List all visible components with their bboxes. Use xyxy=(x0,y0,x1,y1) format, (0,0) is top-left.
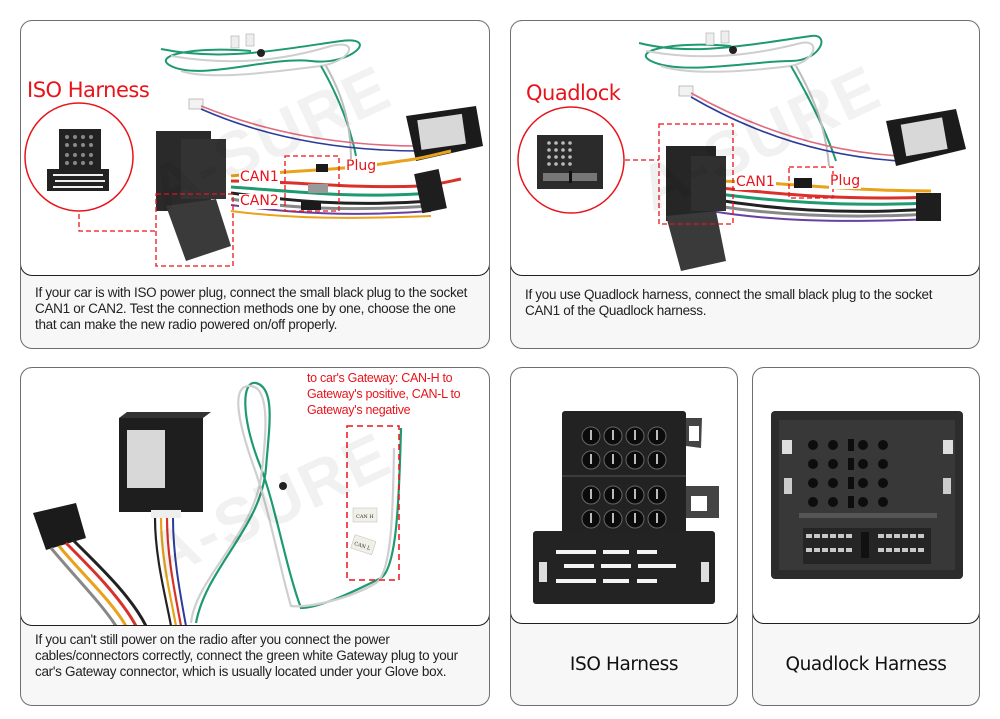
iso-harness-panel: A-SURE ISO Harness CAN1 CAN2 Plug If you… xyxy=(20,20,490,349)
iso-harness-title: ISO Harness xyxy=(27,78,150,102)
iso-connector-photo xyxy=(511,368,737,624)
gateway-note: to car's Gateway: CAN-H to Gateway's pos… xyxy=(307,371,461,417)
plug-label: Plug xyxy=(829,173,862,189)
plug-label: Plug xyxy=(345,158,378,174)
can-l-tag: CAN L xyxy=(350,534,377,556)
iso-harness-caption: If your car is with ISO power plug, conn… xyxy=(35,285,468,332)
radio-plug xyxy=(33,503,86,550)
quadlock-connector xyxy=(666,146,726,221)
iso-harness-illustration xyxy=(24,33,483,267)
quadlock-title: Quadlock xyxy=(526,81,621,105)
quadlock-connector-illustration xyxy=(771,411,963,579)
quadlock-photo: A-SURE Quadlock CAN1 Plug xyxy=(511,21,979,276)
gateway-caption: If you can't still power on the radio af… xyxy=(35,632,458,679)
can-h-tag: CAN H xyxy=(352,507,378,523)
gateway-panel: CAN H CAN L xyxy=(20,367,490,706)
gateway-plug-highlight xyxy=(346,425,400,581)
iso-harness-photo: A-SURE ISO Harness CAN1 CAN2 Plug xyxy=(21,21,489,276)
quadlock-connector-panel: Quadlock Harness xyxy=(752,367,980,706)
quadlock-connector-thumbnail xyxy=(537,135,603,189)
quadlock-connector-caption: Quadlock Harness xyxy=(785,653,947,675)
quadlock-panel: A-SURE Quadlock CAN1 Plug If you use Qua… xyxy=(510,20,980,349)
gateway-illustration: CAN H CAN L xyxy=(33,381,403,625)
can-decoder-box xyxy=(119,412,211,518)
can2-label: CAN2 xyxy=(239,193,280,209)
iso-connector-caption: ISO Harness xyxy=(569,653,679,675)
iso-connector-thumbnail xyxy=(47,129,109,191)
iso-connector-face xyxy=(533,411,719,604)
can-h-tag-label: CAN H xyxy=(356,514,374,520)
can-l-tag-label: CAN L xyxy=(353,541,371,552)
can-decoder-box xyxy=(886,109,966,166)
iso-connector-top xyxy=(156,131,226,211)
gateway-photo: CAN H CAN L xyxy=(21,368,489,626)
iso-connector-panel: ISO Harness xyxy=(510,367,738,706)
can1-label: CAN1 xyxy=(735,174,776,190)
can1-label: CAN1 xyxy=(239,169,280,185)
quadlock-caption: If you use Quadlock harness, connect the… xyxy=(525,287,933,318)
iso-connector-illustration xyxy=(533,411,719,604)
iso-connector-bottom xyxy=(166,199,231,261)
quadlock-connector-photo xyxy=(753,368,979,624)
quadlock-illustration xyxy=(517,30,966,271)
can-decoder-box xyxy=(406,106,483,161)
